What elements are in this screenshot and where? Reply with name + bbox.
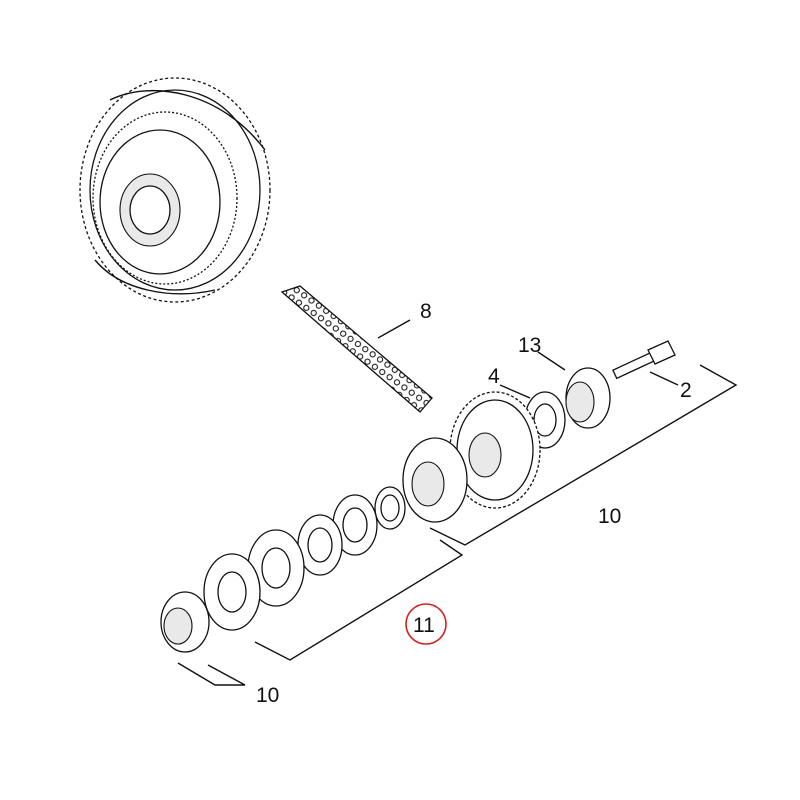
callout-11: 11 bbox=[413, 614, 435, 637]
spline-hub bbox=[402, 437, 468, 523]
callout-2: 2 bbox=[680, 379, 692, 402]
callout-4: 4 bbox=[488, 365, 500, 388]
drive-chain bbox=[280, 285, 433, 413]
spring-washers bbox=[203, 486, 406, 631]
clutch-drum-assembly bbox=[79, 77, 271, 303]
spline-sleeve bbox=[160, 591, 210, 653]
callout-13: 13 bbox=[518, 334, 541, 357]
callout-10-upper: 10 bbox=[598, 505, 621, 528]
bolt-part bbox=[612, 340, 676, 380]
leader-lines bbox=[177, 319, 738, 686]
callout-8: 8 bbox=[420, 300, 432, 323]
highlight-circle bbox=[405, 603, 447, 645]
callout-10-lower: 10 bbox=[256, 684, 279, 707]
highlighted-callout-11: 11 bbox=[405, 603, 447, 645]
bearing-part bbox=[565, 367, 611, 429]
engine-sprocket bbox=[449, 391, 541, 509]
